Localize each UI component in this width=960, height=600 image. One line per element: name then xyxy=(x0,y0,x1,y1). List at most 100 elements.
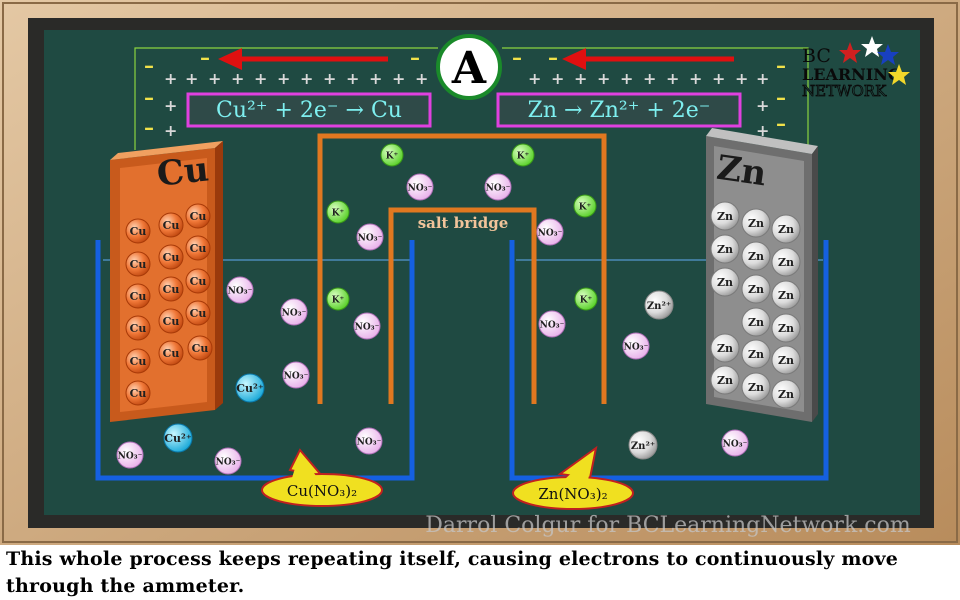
svg-text:BC: BC xyxy=(802,45,831,67)
svg-text:+: + xyxy=(254,69,267,88)
svg-text:–: – xyxy=(776,85,786,109)
svg-text:+: + xyxy=(756,69,769,88)
nitrate-ion: NO₃⁻ xyxy=(282,361,310,389)
copper-atom-label: Cu xyxy=(130,387,147,400)
svg-text:+: + xyxy=(597,69,610,88)
svg-text:–: – xyxy=(410,45,420,69)
copper-ion: Cu²⁺ xyxy=(235,373,265,403)
copper-atom: Cu xyxy=(125,380,151,406)
white-star-icon xyxy=(861,36,883,57)
zinc-atom-label: Zn xyxy=(748,348,764,361)
copper-atom: Cu xyxy=(158,244,184,270)
svg-text:+: + xyxy=(712,69,725,88)
bc-learning-network-logo: BC LEARNING NETWORK xyxy=(802,36,910,100)
nitrate-ion-label: NO₃⁻ xyxy=(624,342,649,352)
salt-bridge xyxy=(317,133,607,404)
copper-atom: Cu xyxy=(158,276,184,302)
nitrate-ion: NO₃⁻ xyxy=(538,310,566,338)
copper-atom-label: Cu xyxy=(190,275,207,288)
yellow-star-icon xyxy=(888,64,910,85)
zinc-atom: Zn xyxy=(741,372,771,402)
nitrate-ion-label: NO₃⁻ xyxy=(357,437,382,447)
red-star-icon xyxy=(839,42,861,63)
svg-text:+: + xyxy=(300,69,313,88)
nitrate-ion-label: NO₃⁻ xyxy=(538,228,563,238)
copper-atom: Cu xyxy=(125,283,151,309)
nitrate-ion: NO₃⁻ xyxy=(721,429,749,457)
potassium-ion-label: K⁺ xyxy=(517,151,530,161)
caption-text: This whole process keeps repeating itsel… xyxy=(6,548,899,597)
nitrate-ion: NO₃⁻ xyxy=(355,427,383,455)
copper-ion-label: Cu²⁺ xyxy=(164,432,192,445)
nitrate-ion-label: NO₃⁻ xyxy=(216,457,241,467)
zinc-atom-label: Zn xyxy=(778,256,794,269)
zinc-atom-label: Zn xyxy=(778,289,794,302)
nitrate-ion-label: NO₃⁻ xyxy=(282,308,307,318)
svg-text:+: + xyxy=(164,96,177,115)
electron-flow-arrow-right xyxy=(562,48,734,70)
zinc-atom-label: Zn xyxy=(717,342,733,355)
external-circuit-wire xyxy=(134,47,809,150)
copper-atom-label: Cu xyxy=(130,322,147,335)
nitrate-ion: NO₃⁻ xyxy=(226,276,254,304)
nitrate-ion: NO₃⁻ xyxy=(356,223,384,251)
zinc-atom: Zn xyxy=(741,241,771,271)
left-solution-callout: Cu(NO₃)₂ xyxy=(261,448,383,507)
svg-text:+: + xyxy=(666,69,679,88)
zinc-atom: Zn xyxy=(771,313,801,343)
svg-text:+: + xyxy=(392,69,405,88)
salt-bridge-label: salt bridge xyxy=(418,214,509,232)
potassium-ion-label: K⁺ xyxy=(332,295,345,305)
potassium-ion-label: K⁺ xyxy=(332,208,345,218)
potassium-ion: K⁺ xyxy=(326,200,350,224)
zinc-atom-label: Zn xyxy=(748,283,764,296)
zinc-atom: Zn xyxy=(710,267,740,297)
left-beaker xyxy=(95,240,415,481)
svg-text:–: – xyxy=(548,45,558,69)
zinc-atom-label: Zn xyxy=(748,316,764,329)
nitrate-ion: NO₃⁻ xyxy=(280,298,308,326)
nitrate-ion: NO₃⁻ xyxy=(536,218,564,246)
potassium-ion: K⁺ xyxy=(380,143,404,167)
svg-text:–: – xyxy=(776,111,786,135)
copper-atom: Cu xyxy=(158,308,184,334)
copper-atom: Cu xyxy=(185,235,211,261)
svg-text:–: – xyxy=(512,45,522,69)
copper-atom-label: Cu xyxy=(163,283,180,296)
svg-text:+: + xyxy=(574,69,587,88)
potassium-ion-label: K⁺ xyxy=(580,295,593,305)
nitrate-ion-label: NO₃⁻ xyxy=(540,320,565,330)
copper-atom-label: Cu xyxy=(130,225,147,238)
svg-text:+: + xyxy=(528,69,541,88)
potassium-ion-label: K⁺ xyxy=(386,151,399,161)
svg-text:+: + xyxy=(277,69,290,88)
zinc-atom: Zn xyxy=(710,201,740,231)
zinc-ion: Zn²⁺ xyxy=(628,430,658,460)
potassium-ion: K⁺ xyxy=(511,143,535,167)
zinc-atom-label: Zn xyxy=(748,381,764,394)
copper-atom: Cu xyxy=(125,348,151,374)
anode-half-reaction: Zn → Zn²⁺ + 2e⁻ xyxy=(528,98,711,123)
svg-text:NETWORK: NETWORK xyxy=(802,82,887,100)
anode-reaction-box: Zn → Zn²⁺ + 2e⁻ xyxy=(496,92,742,128)
nitrate-ion-label: NO₃⁻ xyxy=(355,322,380,332)
copper-atom: Cu xyxy=(158,212,184,238)
svg-text:+: + xyxy=(620,69,633,88)
svg-text:+: + xyxy=(346,69,359,88)
svg-text:+: + xyxy=(185,69,198,88)
cathode-half-reaction: Cu²⁺ + 2e⁻ → Cu xyxy=(216,98,402,123)
copper-atom-label: Cu xyxy=(190,242,207,255)
zinc-atom-label: Zn xyxy=(717,210,733,223)
ammeter-label: A xyxy=(451,43,487,94)
potassium-ion: K⁺ xyxy=(326,287,350,311)
nitrate-ion-label: NO₃⁻ xyxy=(486,183,511,193)
copper-atom-label: Cu xyxy=(163,219,180,232)
copper-electrode-label: Cu xyxy=(155,149,211,194)
credit-watermark: Darrol Colgur for BCLearningNetwork.com xyxy=(425,513,911,538)
svg-text:LEARNING: LEARNING xyxy=(802,65,902,84)
blue-star-icon xyxy=(877,44,899,65)
right-beaker xyxy=(509,240,829,481)
copper-atom-label: Cu xyxy=(190,307,207,320)
nitrate-ion-label: NO₃⁻ xyxy=(358,233,383,243)
